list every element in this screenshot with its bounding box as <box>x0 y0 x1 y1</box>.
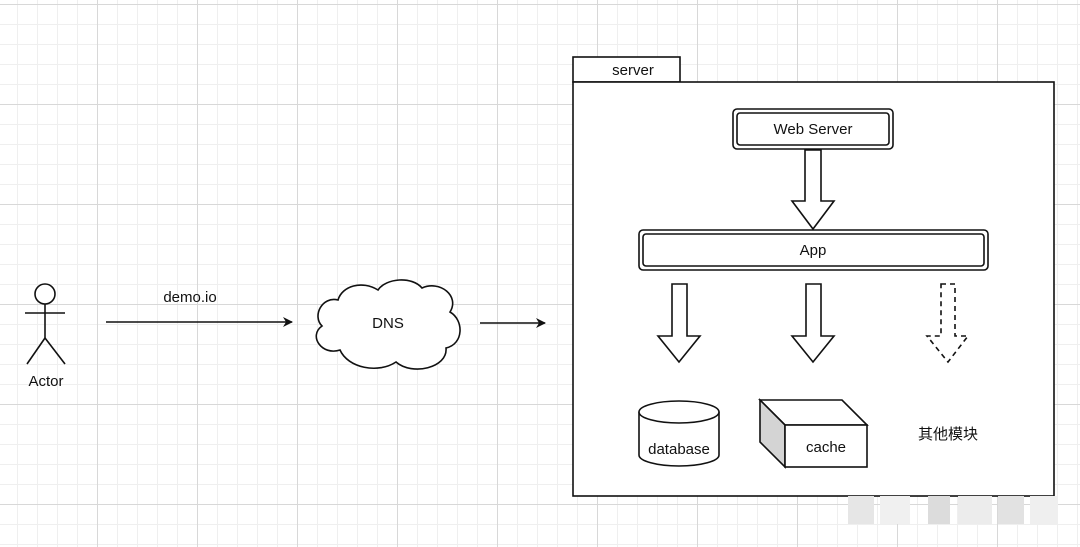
database-cylinder[interactable] <box>638 400 720 467</box>
dns-cloud[interactable] <box>315 279 461 370</box>
web-server-box[interactable] <box>732 108 894 150</box>
cache-label: cache <box>806 439 846 456</box>
web-server-to-app-arrow[interactable] <box>790 149 836 231</box>
app-to-other-modules-arrow[interactable] <box>925 283 970 364</box>
app-to-database-arrow[interactable] <box>656 283 702 364</box>
cache-box[interactable] <box>758 398 869 469</box>
app-box[interactable] <box>638 229 989 271</box>
dns-label: DNS <box>372 315 404 332</box>
actor-figure[interactable] <box>25 283 66 365</box>
edge-label-demo-io: demo.io <box>163 289 216 306</box>
actor-label: Actor <box>28 373 63 390</box>
app-label: App <box>800 242 827 259</box>
server-tab-label: server <box>612 62 654 79</box>
web-server-label: Web Server <box>774 121 853 138</box>
other-modules-label: 其他模块 <box>918 425 978 443</box>
app-to-cache-arrow[interactable] <box>790 283 836 364</box>
database-label: database <box>648 441 710 458</box>
